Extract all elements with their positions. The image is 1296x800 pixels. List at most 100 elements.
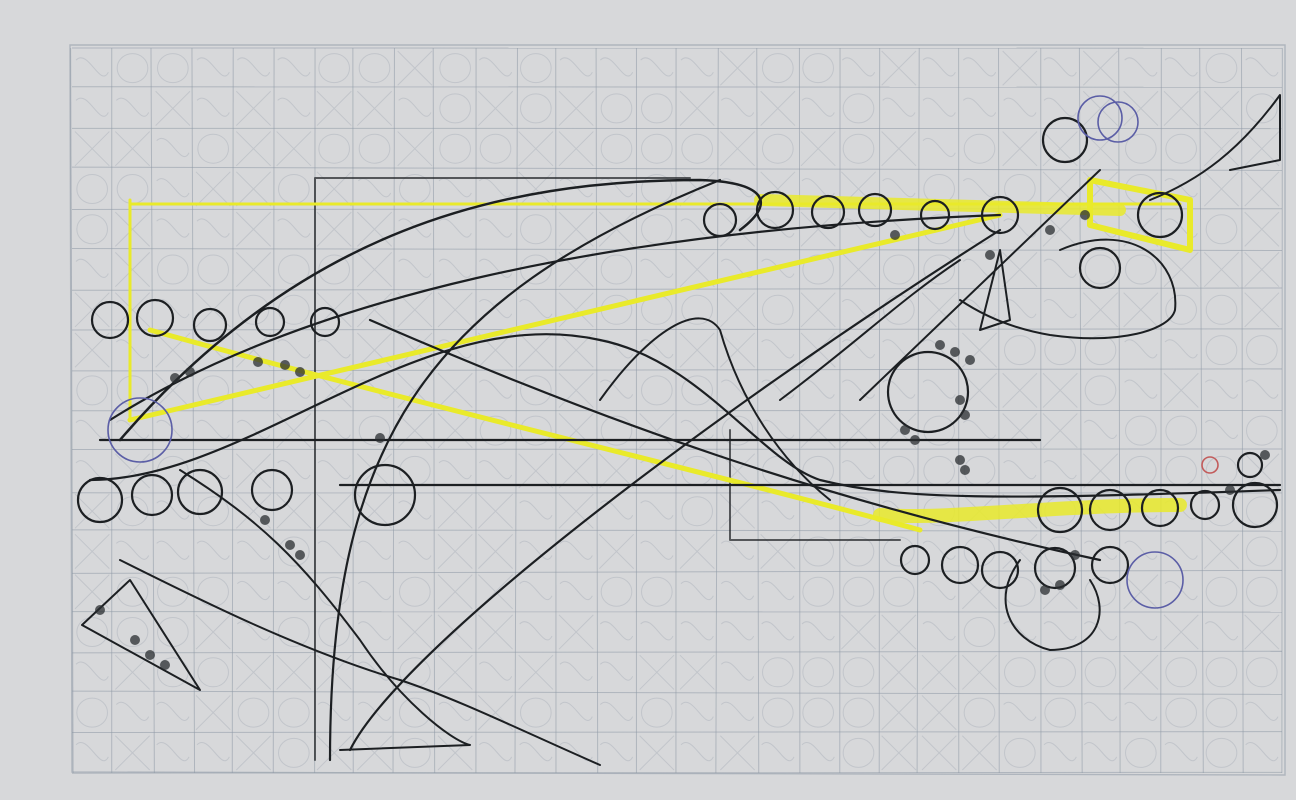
- cell-scribble: [278, 697, 310, 728]
- cell-scribble: [1205, 294, 1238, 325]
- cell-scribble: [518, 654, 554, 690]
- ink-dot: [295, 550, 305, 560]
- sketch-circle: [1236, 451, 1264, 479]
- ink-dot: [935, 340, 945, 350]
- cell-scribble: [277, 379, 311, 399]
- cell-scribble: [1165, 294, 1197, 325]
- cell-scribble: [1044, 697, 1076, 728]
- curve-top-arc: [118, 178, 762, 442]
- cell-scribble: [157, 455, 189, 486]
- cell-scribble: [599, 178, 634, 198]
- sketch-circle: [1097, 101, 1139, 143]
- sketch-circle: [919, 199, 951, 231]
- ink-dot: [1040, 585, 1050, 595]
- curve-lower-left: [179, 469, 471, 751]
- cell-scribble: [841, 460, 876, 480]
- grid-col-line: [916, 47, 920, 774]
- cell-scribble: [1244, 252, 1280, 288]
- sketch-circle: [1126, 551, 1184, 609]
- grid-col-line: [1160, 47, 1162, 774]
- cell-scribble: [1123, 292, 1159, 328]
- cell-scribble: [1163, 252, 1199, 288]
- right-diagonal: [859, 169, 1101, 401]
- cell-scribble: [882, 379, 916, 399]
- cell-scribble: [801, 621, 835, 641]
- cell-scribble: [235, 90, 272, 126]
- cell-scribble: [599, 742, 634, 761]
- cell-scribble: [477, 493, 514, 529]
- sketch-circle: [176, 468, 224, 516]
- cell-scribble: [883, 576, 915, 607]
- cell-scribble: [278, 536, 310, 567]
- cell-scribble: [1084, 657, 1117, 688]
- cell-scribble: [681, 294, 713, 325]
- grid-col-line: [998, 47, 1000, 774]
- cell-scribble: [1043, 97, 1077, 117]
- sketch-circle: [107, 397, 173, 463]
- ink-circles: [76, 95, 1279, 609]
- cell-scribble: [76, 375, 108, 406]
- cell-scribble: [157, 53, 189, 84]
- cell-scribble: [962, 299, 997, 318]
- cell-scribble: [478, 460, 513, 480]
- ink-dot: [985, 250, 995, 260]
- cell-scribble: [1205, 697, 1238, 728]
- cell-scribble: [1125, 737, 1157, 768]
- cell-scribble: [1125, 415, 1157, 446]
- cell-scribble: [1125, 254, 1157, 285]
- cell-scribble: [520, 214, 552, 245]
- cell-scribble: [681, 375, 713, 406]
- cell-scribble: [398, 97, 432, 117]
- cell-scribble: [1245, 379, 1279, 399]
- cell-scribble: [680, 580, 714, 600]
- cell-scribble: [277, 57, 311, 77]
- cell-scribble: [439, 133, 471, 164]
- cell-scribble: [116, 53, 149, 84]
- cell-scribble: [559, 742, 593, 761]
- left-triangle: [81, 579, 201, 691]
- cell-scribble: [640, 540, 674, 560]
- cell-scribble: [963, 133, 996, 164]
- cell-scribble: [356, 252, 393, 288]
- cell-scribble: [719, 131, 756, 167]
- curve-big-arc: [328, 178, 722, 762]
- cell-scribble: [114, 654, 151, 690]
- cell-scribble: [116, 617, 149, 648]
- cell-scribble: [599, 621, 634, 641]
- cell-scribble: [399, 737, 431, 768]
- cell-scribble: [800, 131, 836, 167]
- curve-diagonal-up: [348, 228, 1002, 752]
- connector-diag: [779, 259, 961, 401]
- cell-scribble: [437, 372, 473, 408]
- cell-scribble: [1163, 372, 1199, 408]
- cell-scribble: [921, 654, 957, 690]
- cell-scribble: [519, 540, 553, 560]
- cell-scribble: [881, 735, 917, 771]
- cell-scribble: [1003, 621, 1037, 641]
- cell-scribble: [1244, 211, 1280, 247]
- cell-scribble: [1205, 335, 1238, 366]
- ink-dot: [260, 515, 270, 525]
- cell-scribble: [156, 701, 190, 721]
- cell-scribble: [640, 500, 674, 520]
- cell-scribble: [235, 211, 272, 247]
- cell-scribble: [1245, 57, 1279, 77]
- grid-col-line: [392, 47, 395, 774]
- sketch-circle: [309, 306, 341, 338]
- cell-scribble: [1125, 455, 1157, 486]
- cell-scribble: [357, 701, 392, 721]
- cell-scribble: [641, 576, 673, 607]
- cell-scribble: [963, 697, 996, 728]
- sketch-circle: [250, 468, 294, 512]
- cell-scribble: [1124, 339, 1158, 359]
- sketch-circle: [1136, 191, 1184, 239]
- cell-scribble: [1164, 339, 1198, 359]
- sketch-circle: [76, 476, 124, 524]
- cell-scribble: [761, 580, 795, 600]
- cell-scribble: [520, 375, 552, 406]
- cell-scribble: [76, 173, 108, 204]
- cell-scribble: [558, 252, 594, 288]
- cell-scribble: [922, 97, 956, 117]
- cell-scribble: [923, 214, 955, 245]
